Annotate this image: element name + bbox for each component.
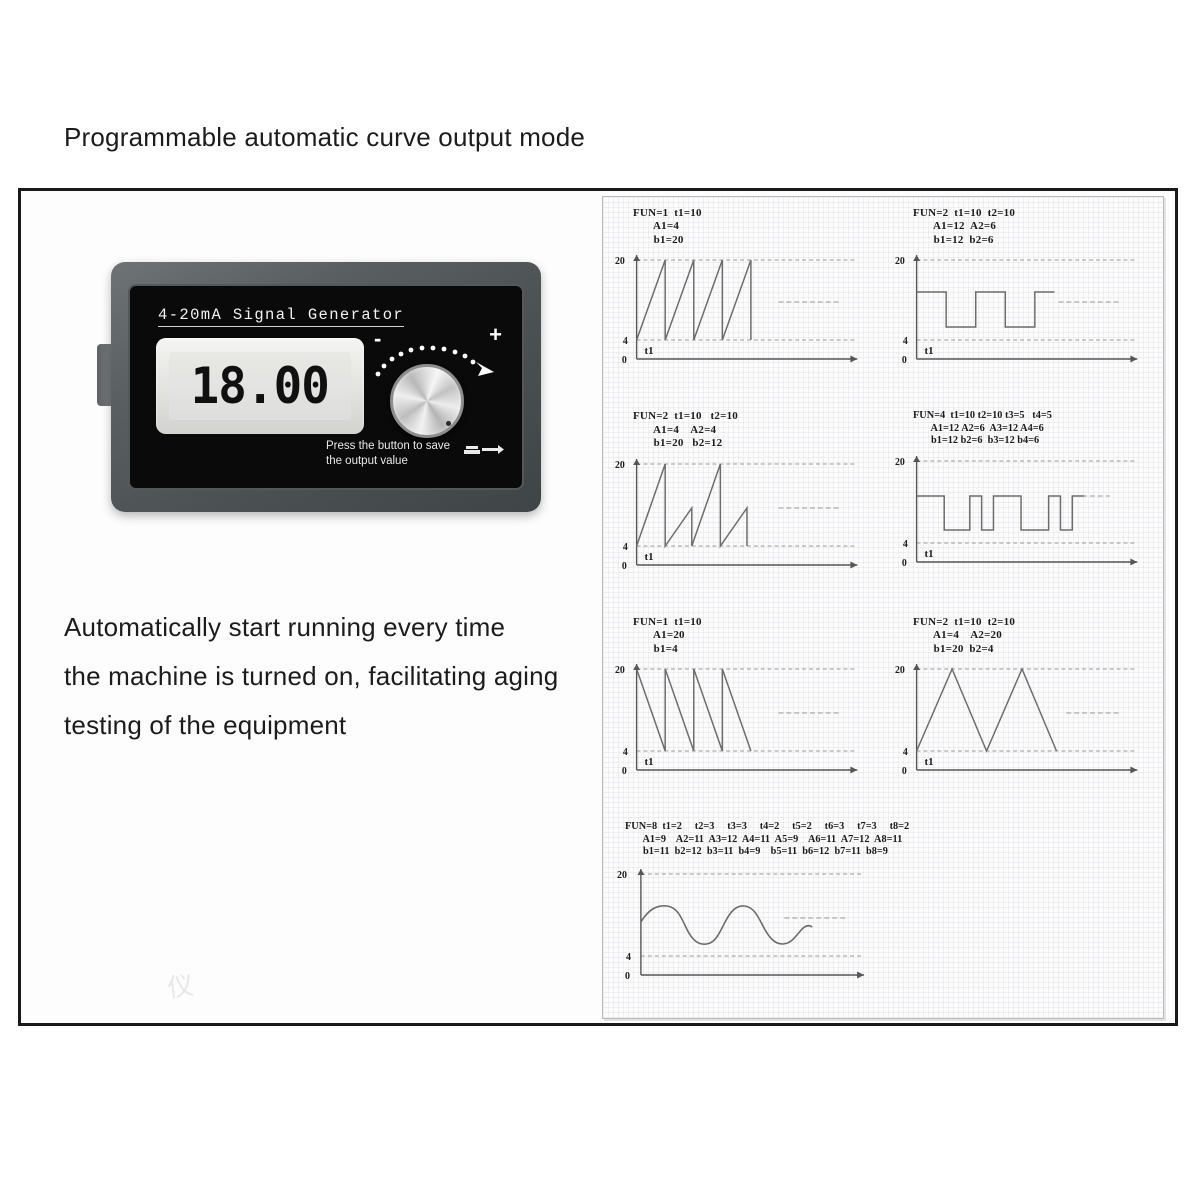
svg-text:0: 0 — [902, 766, 907, 777]
svg-text:4: 4 — [626, 952, 631, 963]
device-front-panel: 4-20mA Signal Generator 18.00 - + — [128, 284, 524, 490]
chart-6-plot: 20 4 0 t1 — [891, 656, 1157, 778]
device-housing: 4-20mA Signal Generator 18.00 - + — [111, 262, 541, 512]
svg-text:4: 4 — [903, 336, 908, 347]
signal-generator-device: 4-20mA Signal Generator 18.00 - + — [56, 262, 576, 562]
press-to-save-icon — [464, 445, 504, 454]
device-model-label: 4-20mA Signal Generator — [158, 306, 405, 327]
knob-control-cluster: - + — [326, 322, 508, 486]
svg-text:t1: t1 — [644, 551, 653, 563]
chart-1-plot: 20 4 0 t1 — [611, 247, 877, 367]
plus-label: + — [489, 322, 502, 347]
rotary-adjust-knob[interactable] — [390, 364, 464, 438]
svg-text:0: 0 — [902, 558, 907, 569]
lcd-output-value: 18.00 — [190, 357, 330, 415]
svg-text:20: 20 — [615, 665, 625, 676]
chart-6-params: FUN=2 t1=10 t2=10 A1=4 A2=20 b1=20 b2=4 — [913, 615, 1016, 655]
lcd-bezel: 18.00 — [156, 338, 364, 434]
feature-caption: Automatically start running every time t… — [64, 610, 584, 757]
chart-1-params: FUN=1 t1=10 A1=4 b1=20 — [633, 207, 702, 246]
chart-3-plot: 20 4 0 t1 — [611, 451, 877, 573]
chart-cell-4: FUN=4 t1=10 t2=10 t3=5 t4=5 A1=12 A2=6 A… — [883, 400, 1163, 605]
svg-text:0: 0 — [625, 971, 630, 982]
svg-text:20: 20 — [895, 457, 905, 468]
chart-cell-1: FUN=1 t1=10 A1=4 b1=20 20 4 0 t1 — [603, 197, 883, 400]
chart-7-params: FUN=8 t1=2 t2=3 t3=3 t4=2 t5=2 t6=3 t7=3… — [625, 821, 910, 858]
svg-text:4: 4 — [623, 747, 628, 758]
rotation-arc-icon — [375, 345, 494, 377]
svg-text:20: 20 — [615, 256, 625, 267]
svg-text:0: 0 — [902, 355, 907, 366]
svg-text:t1: t1 — [924, 756, 933, 768]
chart-7-plot: 20 4 0 — [611, 859, 1157, 985]
svg-text:0: 0 — [622, 766, 627, 777]
page-title: Programmable automatic curve output mode — [64, 122, 586, 152]
chart-2-params: FUN=2 t1=10 t2=10 A1=12 A2=6 b1=12 b2=6 — [913, 207, 1016, 246]
svg-text:0: 0 — [622, 561, 627, 572]
svg-text:4: 4 — [903, 747, 908, 758]
svg-text:20: 20 — [615, 460, 625, 471]
caption-line-1: Automatically start running every time — [64, 612, 506, 642]
chart-3-params: FUN=2 t1=10 t2=10 A1=4 A2=4 b1=20 b2=12 — [633, 410, 738, 450]
svg-text:t1: t1 — [644, 345, 653, 357]
svg-text:4: 4 — [903, 539, 908, 550]
svg-text:4: 4 — [623, 336, 628, 347]
minus-label: - — [374, 326, 382, 351]
svg-text:20: 20 — [895, 256, 905, 267]
svg-text:20: 20 — [895, 665, 905, 676]
press-to-save-note: Press the button to save the output valu… — [326, 439, 451, 468]
chart-5-params: FUN=1 t1=10 A1=20 b1=4 — [633, 615, 702, 655]
lcd-screen: 18.00 — [169, 352, 351, 420]
chart-cell-3: FUN=2 t1=10 t2=10 A1=4 A2=4 b1=20 b2=12 … — [603, 400, 883, 605]
svg-text:t1: t1 — [924, 345, 933, 357]
svg-text:20: 20 — [617, 870, 627, 881]
waveform-diagram-panel: FUN=1 t1=10 A1=4 b1=20 20 4 0 t1 — [602, 196, 1164, 1019]
left-content-column: Programmable automatic curve output mode… — [46, 100, 591, 830]
caption-line-2: the machine is turned on, facilitating a… — [64, 661, 559, 692]
panel-mount-clip-left — [97, 344, 113, 406]
chart-cell-5: FUN=1 t1=10 A1=20 b1=4 20 4 0 t1 — [603, 606, 883, 811]
knob-position-indicator — [446, 421, 451, 426]
svg-text:t1: t1 — [924, 548, 933, 560]
chart-2-plot: 20 4 0 t1 — [891, 247, 1157, 367]
chart-cell-2: FUN=2 t1=10 t2=10 A1=12 A2=6 b1=12 b2=6 … — [883, 197, 1163, 400]
chart-4-params: FUN=4 t1=10 t2=10 t3=5 t4=5 A1=12 A2=6 A… — [913, 410, 1052, 447]
svg-text:4: 4 — [623, 542, 628, 553]
caption-line-3: testing of the equipment — [64, 710, 347, 741]
chart-cell-7: FUN=8 t1=2 t2=3 t3=3 t4=2 t5=2 t6=3 t7=3… — [603, 811, 1163, 1018]
svg-text:t1: t1 — [644, 756, 653, 768]
chart-cell-6: FUN=2 t1=10 t2=10 A1=4 A2=20 b1=20 b2=4 … — [883, 606, 1163, 811]
chart-5-plot: 20 4 0 t1 — [611, 656, 877, 778]
svg-text:0: 0 — [622, 355, 627, 366]
chart-4-plot: 20 4 0 t1 — [891, 448, 1157, 570]
